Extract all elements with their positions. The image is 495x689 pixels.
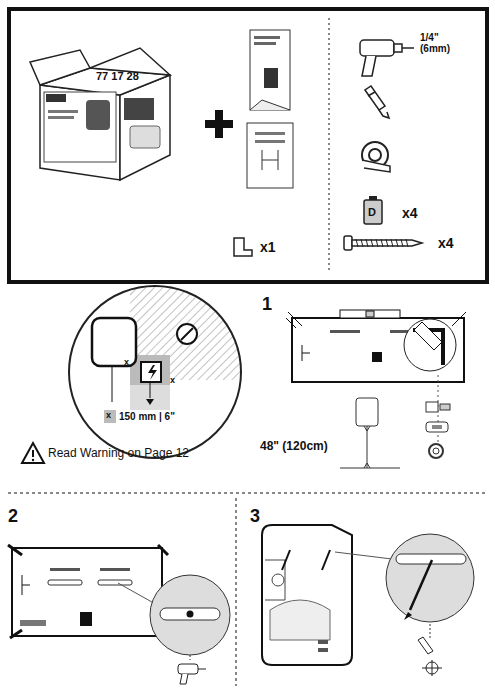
warning-note: Read Warning on Page 12 bbox=[48, 447, 189, 460]
quantity: x4 bbox=[438, 236, 454, 251]
dimension-value: 150 mm | 6" bbox=[119, 411, 175, 422]
dimension-mark: x bbox=[106, 411, 111, 421]
step-number: 3 bbox=[250, 507, 260, 527]
step-number: 1 bbox=[262, 295, 272, 315]
mounting-height: 48" (120cm) bbox=[258, 440, 330, 453]
dimension-mark: x bbox=[124, 358, 129, 368]
quantity: x4 bbox=[402, 206, 418, 221]
battery-type: D bbox=[368, 206, 376, 218]
step-number: 2 bbox=[8, 507, 18, 527]
product-number: 77 17 28 bbox=[96, 70, 139, 82]
quantity: x1 bbox=[260, 240, 276, 255]
dimension-mark: x bbox=[170, 376, 175, 386]
drill-bit-size: 1/4" (6mm) bbox=[420, 32, 458, 54]
